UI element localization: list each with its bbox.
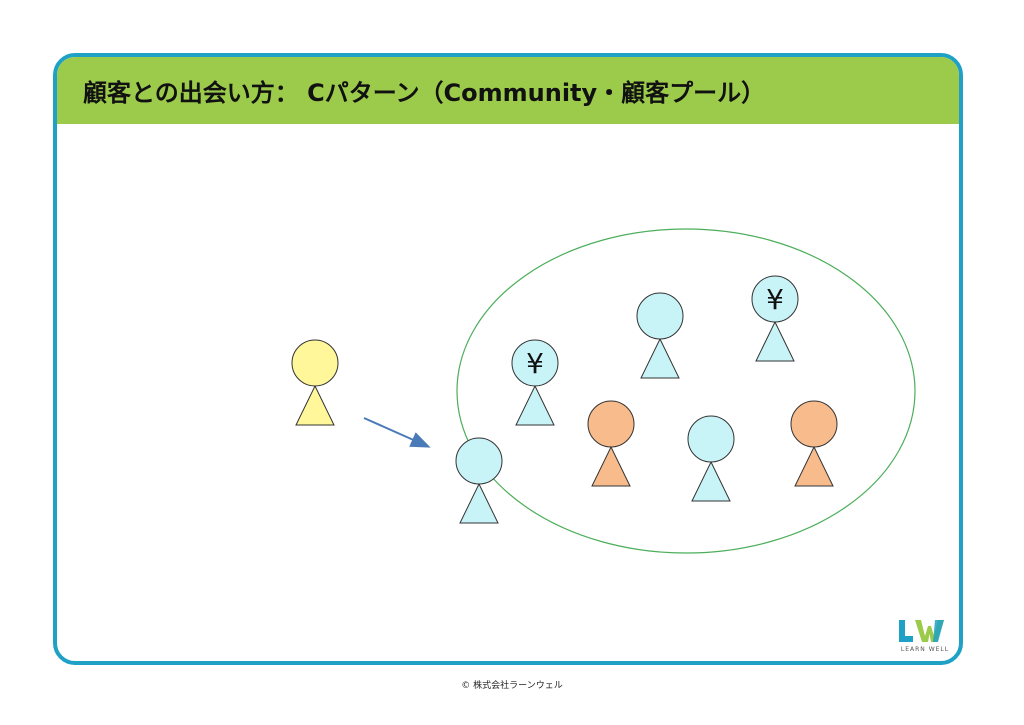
person-head [790, 400, 838, 448]
person-figure-member-top [636, 292, 684, 379]
person-body [459, 482, 499, 524]
entry-arrow [363, 417, 431, 448]
slide-frame: 顧客との出会い方： Cパターン（Community・顧客プール） [53, 53, 963, 665]
yen-symbol: ¥ [766, 283, 784, 316]
title-bar: 顧客との出会い方： Cパターン（Community・顧客プール） [57, 57, 959, 124]
person-head [751, 275, 799, 323]
yen-symbol: ¥ [526, 347, 544, 380]
person-figure-member-orange-right [790, 400, 838, 487]
person-head [455, 437, 503, 485]
person-head [636, 292, 684, 340]
person-figure-member-orange-left [587, 400, 635, 487]
copyright-footer: © 株式会社ラーンウェル [461, 681, 563, 691]
person-body [295, 384, 335, 426]
person-figure-member-center [687, 415, 735, 502]
person-figure-outsider [291, 339, 339, 426]
person-body [515, 384, 555, 426]
person-figure-entering [455, 437, 503, 524]
figures-layer: ¥¥ [291, 275, 838, 524]
person-head [291, 339, 339, 387]
person-figure-member-yen-left: ¥ [511, 339, 559, 426]
person-body [755, 320, 795, 362]
person-body [794, 445, 834, 487]
learn-well-logo [899, 620, 944, 642]
person-head [511, 339, 559, 387]
community-pool-ellipse [456, 228, 916, 554]
person-figure-member-yen-right: ¥ [751, 275, 799, 362]
person-body [640, 337, 680, 379]
person-head [687, 415, 735, 463]
logo-text: LEARN WELL [900, 646, 950, 653]
slide-title: 顧客との出会い方： Cパターン（Community・顧客プール） [83, 79, 766, 107]
person-body [691, 460, 731, 502]
person-head [587, 400, 635, 448]
person-body [591, 445, 631, 487]
